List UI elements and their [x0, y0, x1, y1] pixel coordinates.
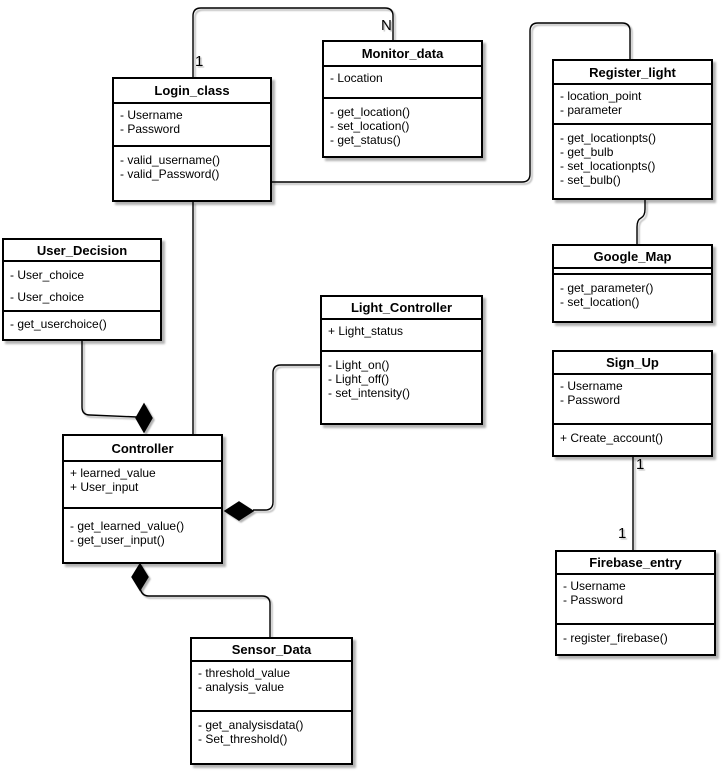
class-method: - set_intensity(): [328, 386, 411, 400]
multiplicity-label-firebase-1: 1: [618, 525, 627, 542]
class-box-sensor-data[interactable]: Sensor_Data - threshold_value - analysis…: [190, 637, 353, 765]
multiplicity-label-login-1: 1: [195, 53, 204, 70]
class-box-user-decision[interactable]: User_Decision - User_choice - User_choic…: [2, 238, 162, 341]
class-method: - get_location(): [330, 105, 411, 119]
multiplicity-label-monitor-n: N: [381, 17, 392, 34]
class-attribute: + learned_value: [70, 466, 156, 480]
class-method: + Create_account(): [560, 431, 664, 445]
class-title: Monitor_data: [361, 46, 444, 61]
multiplicity-label-signup-1: 1: [636, 456, 645, 473]
class-title: Sensor_Data: [231, 642, 312, 657]
composition-diamond-bottom: [131, 562, 149, 592]
class-method: - get_userchoice(): [10, 317, 107, 331]
class-title: Firebase_entry: [589, 555, 682, 570]
class-box-register-light[interactable]: Register_light - location_point - parame…: [552, 59, 713, 200]
class-method: - valid_username(): [120, 153, 221, 167]
class-method: - get_analysisdata(): [198, 718, 304, 732]
class-attribute: - Username: [560, 379, 623, 393]
class-attribute: - User_choice: [10, 290, 85, 304]
class-method: - get_locationpts(): [560, 131, 657, 145]
class-attribute: - Username: [563, 579, 626, 593]
class-method: - valid_Password(): [120, 167, 220, 181]
class-box-google-map[interactable]: Google_Map - get_parameter() - set_locat…: [552, 244, 713, 323]
class-title: Google_Map: [593, 249, 672, 264]
class-attribute: + Light_status: [328, 324, 404, 338]
class-title: Register_light: [589, 64, 676, 80]
class-title: Login_class: [154, 83, 230, 98]
class-method: - set_bulb(): [560, 173, 621, 187]
class-box-login-class[interactable]: Login_class - Username - Password - vali…: [112, 77, 272, 202]
class-method: - set_location(): [330, 119, 410, 133]
class-method: - get_learned_value(): [70, 519, 185, 533]
class-box-sign-up[interactable]: Sign_Up - Username - Password + Create_a…: [552, 350, 713, 457]
class-attribute: - threshold_value: [198, 666, 291, 680]
composition-diamond-right: [223, 501, 255, 521]
class-attribute: - Location: [330, 71, 383, 85]
class-method: - Light_on(): [328, 358, 390, 372]
class-attribute: - analysis_value: [198, 680, 285, 694]
class-attribute: - location_point: [560, 89, 642, 103]
class-attribute: - Password: [560, 393, 621, 407]
class-attribute: + User_input: [70, 480, 139, 494]
class-method: - Set_threshold(): [198, 732, 288, 746]
composition-diamond-top: [135, 402, 153, 434]
connector-userdecision-controller: [81, 341, 138, 418]
connector-controller-sensordata: [139, 586, 271, 637]
class-method: - Light_off(): [328, 372, 390, 386]
class-attribute: - parameter: [560, 103, 623, 117]
class-method: - get_bulb: [560, 145, 614, 159]
class-method: - set_location(): [560, 295, 640, 309]
class-box-controller[interactable]: Controller + learned_value + User_input …: [62, 434, 223, 564]
class-attribute: - User_choice: [10, 268, 85, 282]
class-attribute: - Username: [120, 108, 183, 122]
class-box-light-controller[interactable]: Light_Controller + Light_status - Light_…: [320, 295, 483, 425]
class-method: - set_locationpts(): [560, 159, 656, 173]
class-title: Sign_Up: [606, 355, 659, 370]
class-title: Light_Controller: [350, 300, 453, 315]
class-method: - register_firebase(): [563, 631, 668, 645]
class-method: - get_user_input(): [70, 533, 165, 547]
class-title: User_Decision: [36, 242, 128, 258]
class-title: Controller: [111, 440, 174, 456]
connector-lightcontroller-controller: [253, 364, 320, 511]
class-box-firebase-entry[interactable]: Firebase_entry - Username - Password - r…: [555, 550, 716, 656]
class-box-monitor-data[interactable]: Monitor_data - Location - get_location()…: [322, 40, 483, 158]
class-attribute: - Password: [120, 122, 181, 136]
connector-registerlight-googlemap: [636, 200, 646, 244]
class-method: - get_parameter(): [560, 281, 654, 295]
class-method: - get_status(): [330, 133, 401, 147]
class-attribute: - Password: [563, 593, 624, 607]
